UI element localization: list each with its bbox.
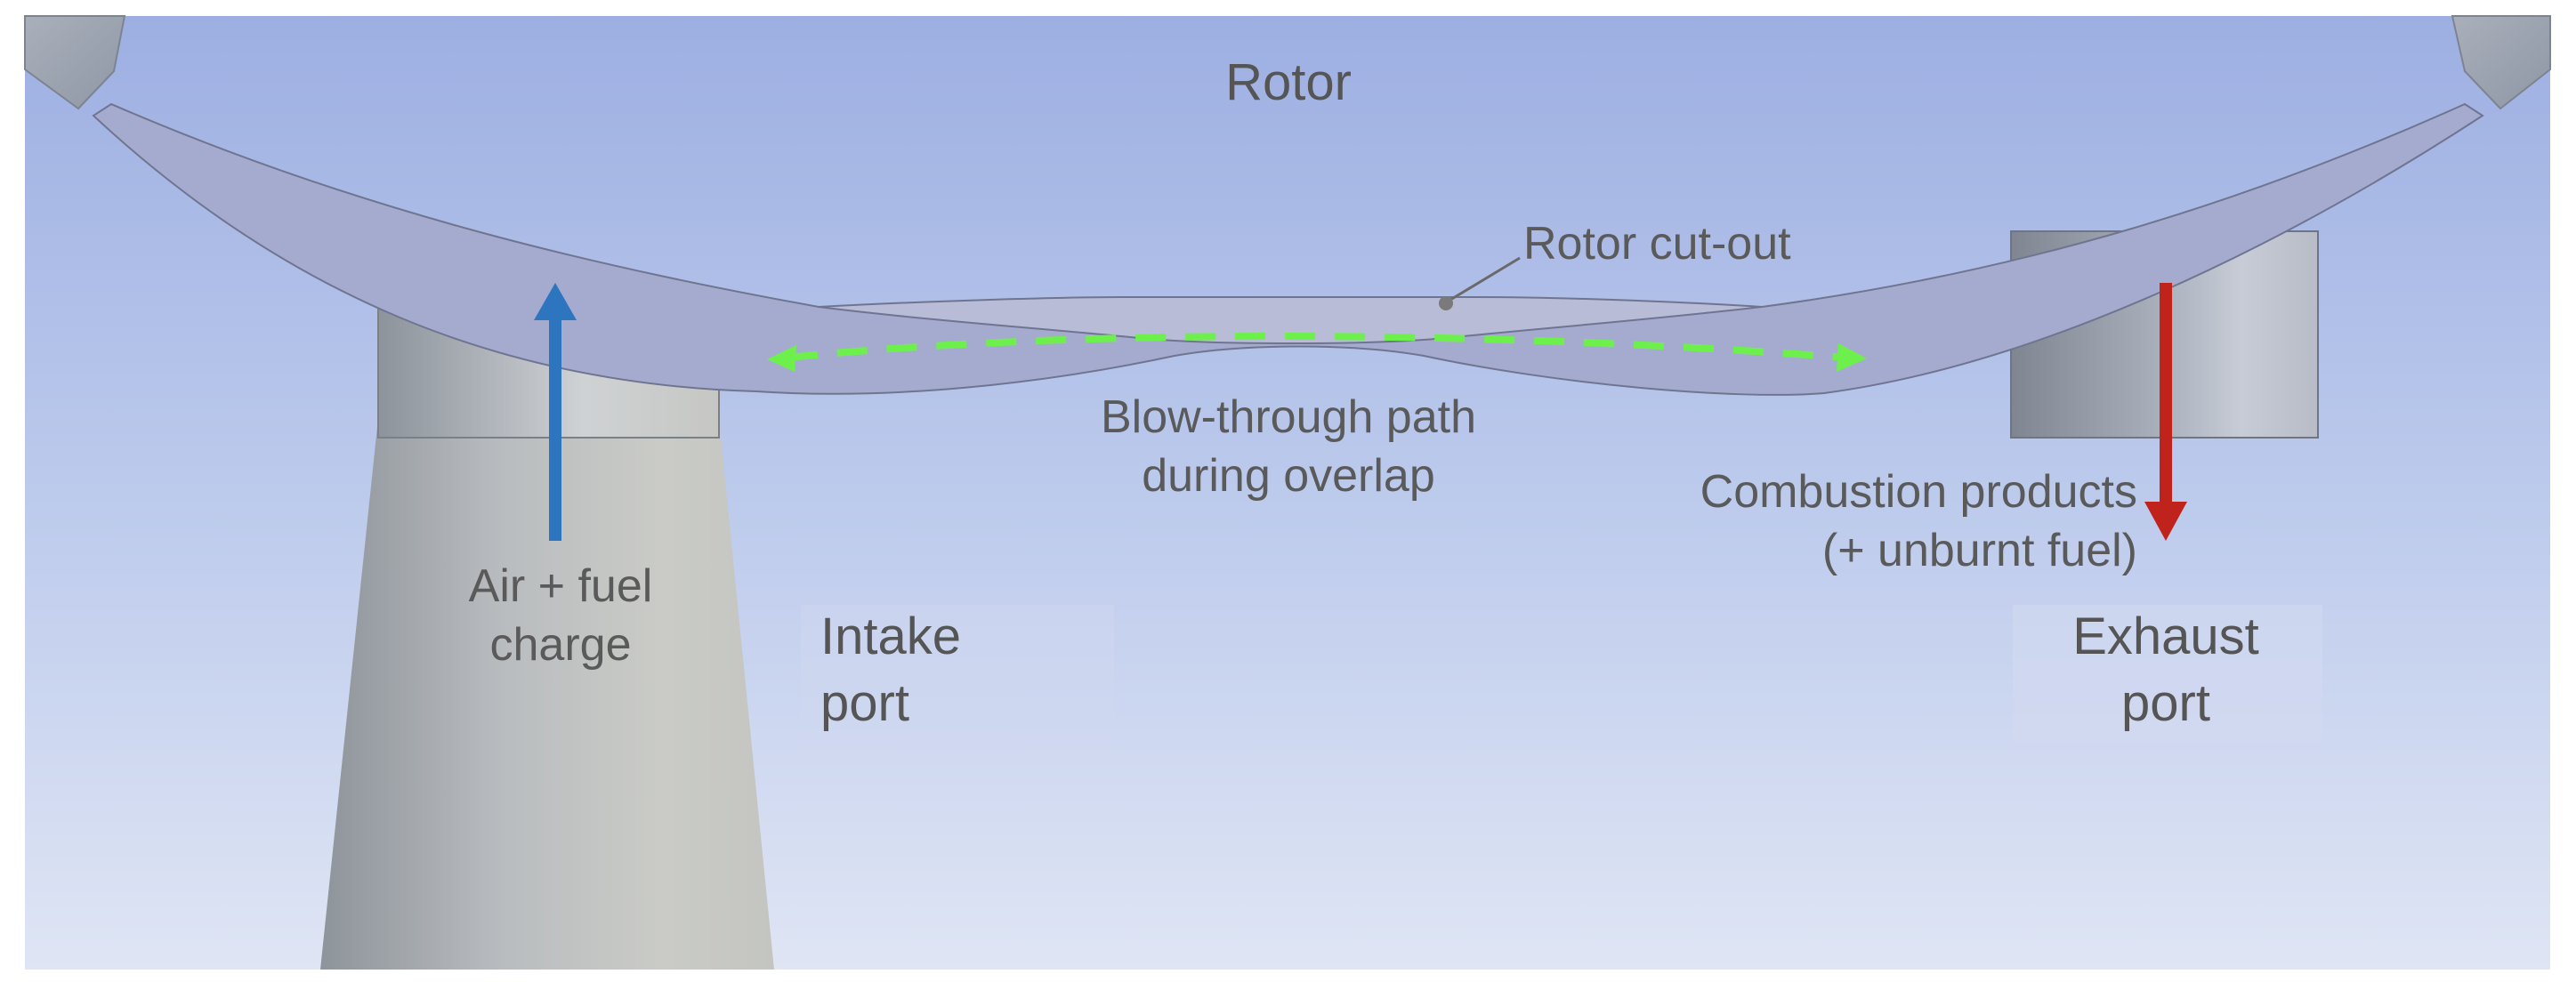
housing-corner-left [24, 15, 126, 110]
exhaust-label-panel [2013, 605, 2322, 743]
intake-port-body [320, 418, 774, 970]
blow-through-label-line2: during overlap [1142, 450, 1435, 502]
intake-port-label-line2: port [820, 674, 909, 732]
charge-label-line2: charge [490, 619, 632, 671]
rotor-cutout-marker [1439, 296, 1453, 310]
arrow-up-icon [534, 283, 577, 320]
blow-through-label-line1: Blow-through path [1101, 391, 1476, 443]
rotor-cutout-leader [1445, 256, 1521, 304]
rotor-label: Rotor [1225, 53, 1352, 111]
combustion-label-line1: Combustion products [1700, 466, 2137, 518]
arrow-down-icon [2144, 502, 2187, 541]
housing-corner-right [2451, 15, 2551, 110]
combustion-label-line2: (+ unburnt fuel) [1822, 525, 2137, 576]
exhaust-port-label-line1: Exhaust [2072, 608, 2259, 665]
rotor-cutout [818, 296, 1763, 344]
double-dashed-arrow-icon [767, 345, 796, 372]
charge-label-line1: Air + fuel [469, 560, 653, 612]
intake-port-label-line1: Intake [820, 608, 961, 665]
rotor-cutout-label: Rotor cut-out [1523, 218, 1791, 270]
exhaust-port-label-line2: port [2121, 674, 2210, 732]
double-dashed-arrow-icon-right [1837, 343, 1867, 372]
intake-label-panel [801, 605, 1114, 743]
